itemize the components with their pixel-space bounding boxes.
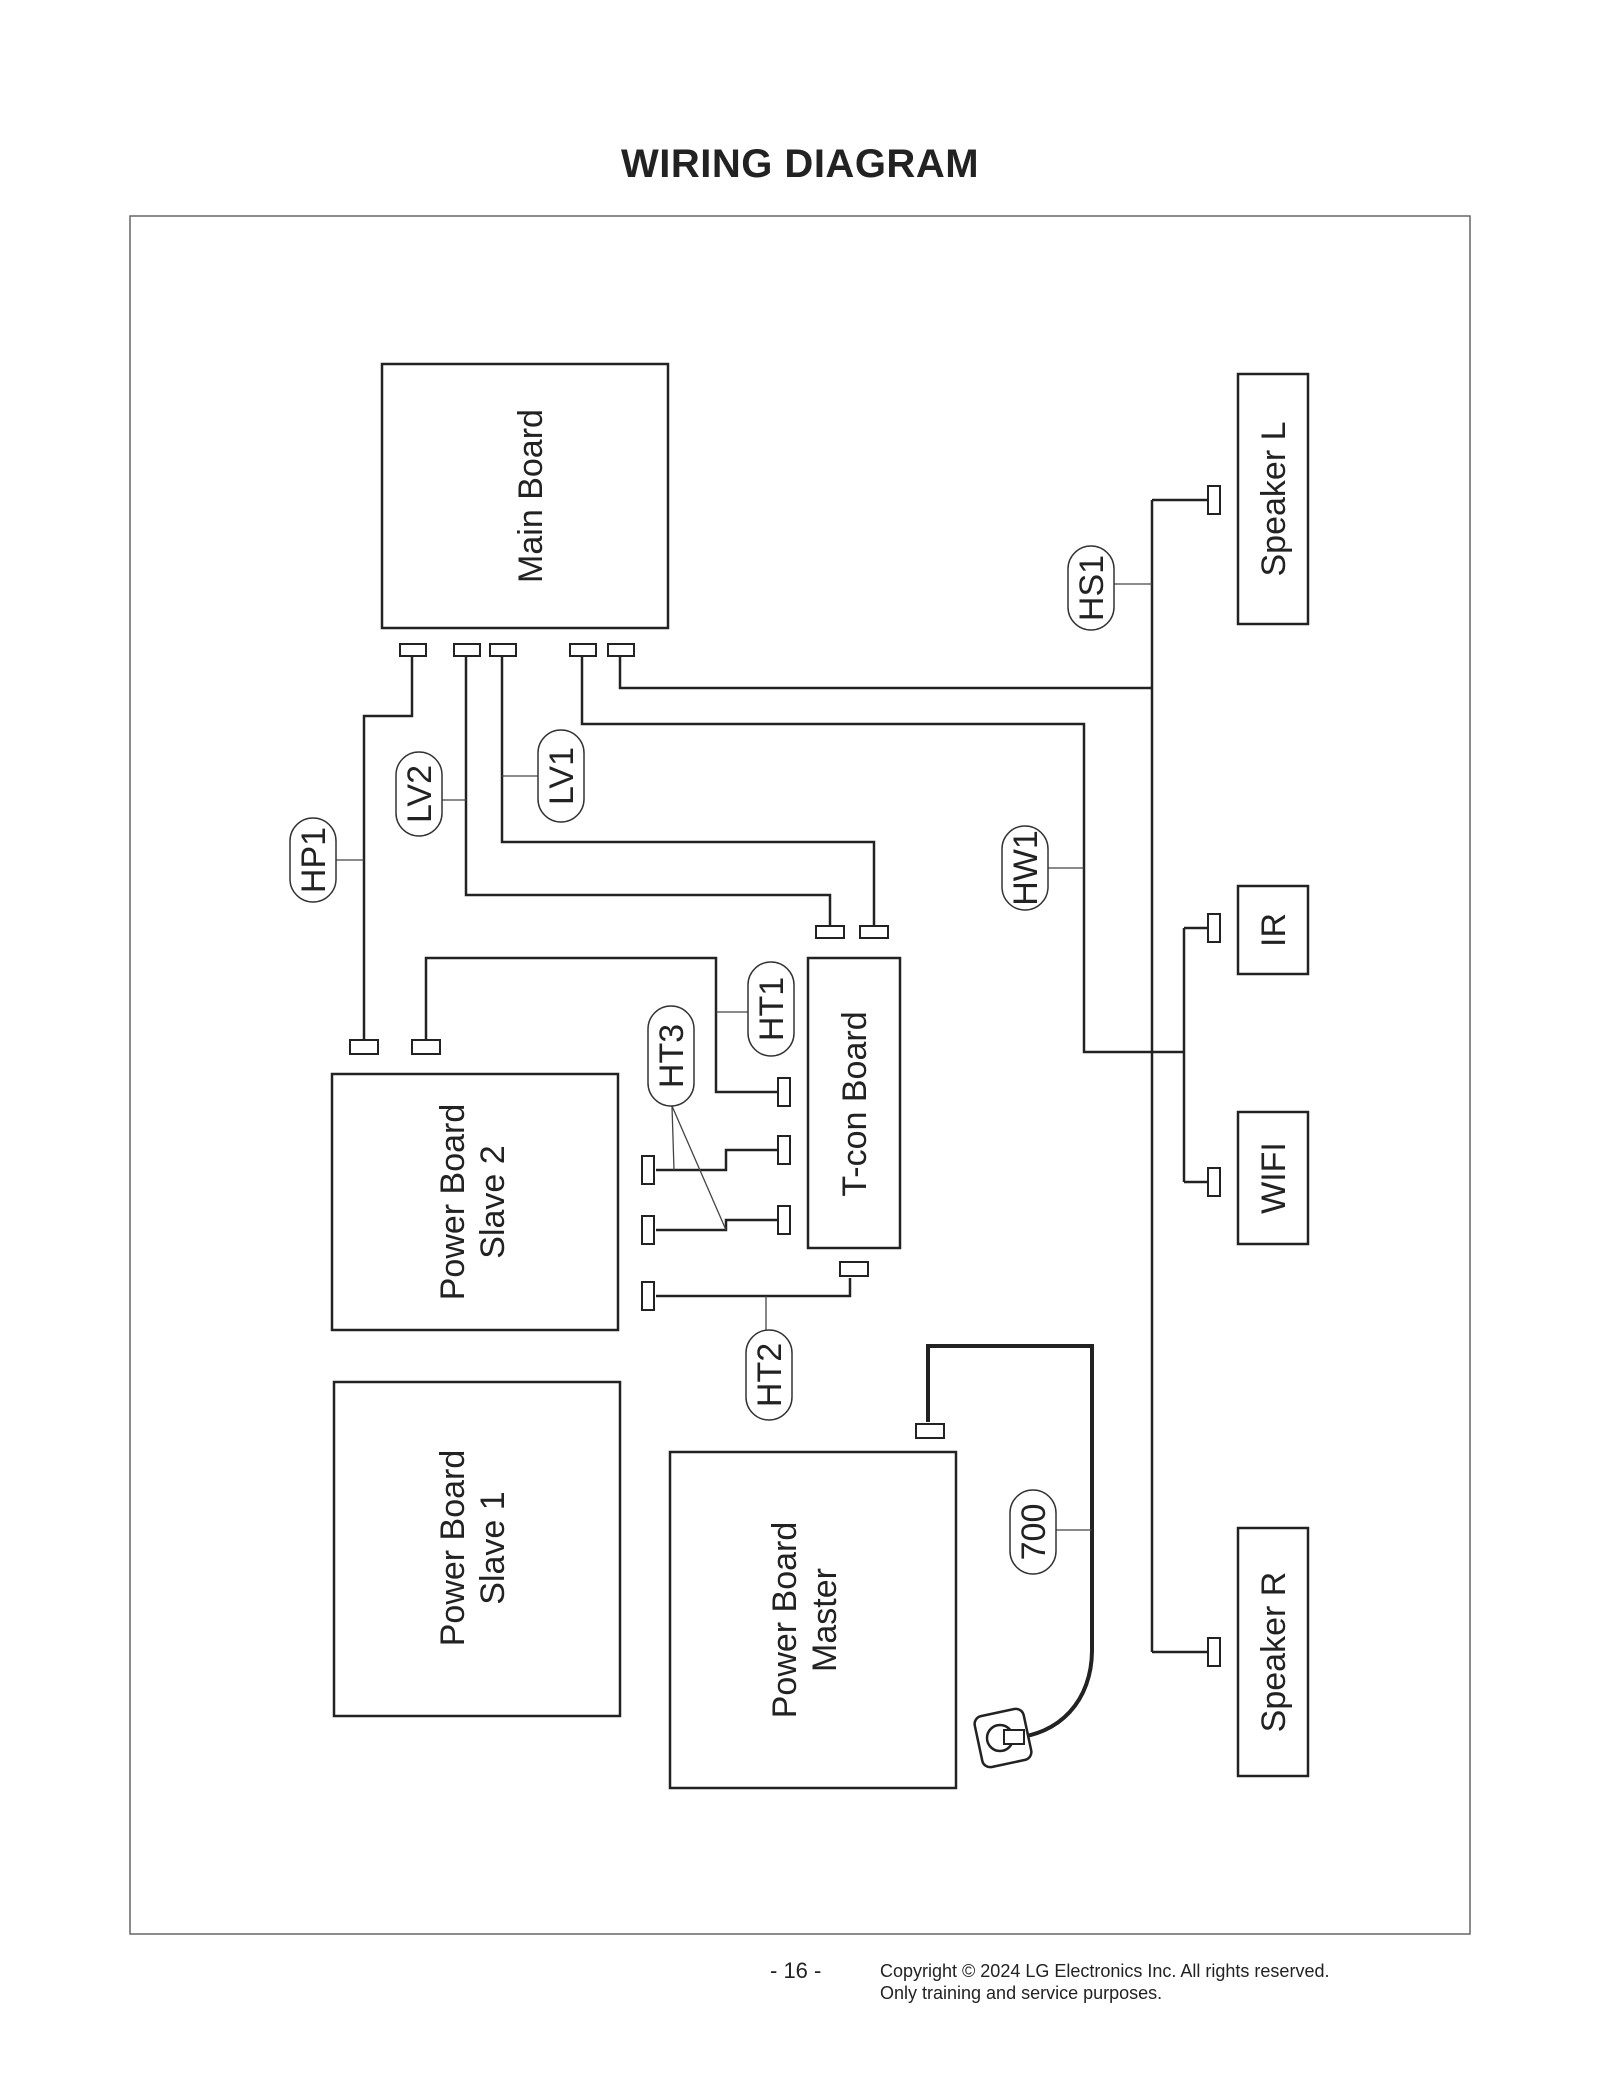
power-board-slave-2 — [330, 1072, 620, 1332]
power-slave-1-label-1: Power Board — [434, 1450, 472, 1647]
copyright-line-1: Copyright © 2024 LG Electronics Inc. All… — [880, 1961, 1330, 1981]
tcon-board — [806, 956, 902, 1250]
copyright-notice: Copyright © 2024 LG Electronics Inc. All… — [880, 1960, 1329, 2004]
main-board — [380, 362, 670, 630]
connector — [349, 1039, 379, 1055]
copyright-line-2: Only training and service purposes. — [880, 1983, 1163, 2003]
connector — [777, 1135, 791, 1165]
connector — [411, 1039, 441, 1055]
wire-700 — [926, 1344, 1094, 1740]
wire-label-ht1: HT1 — [753, 977, 791, 1041]
power-slave-2-label-2: Slave 2 — [474, 1145, 512, 1258]
power-slave-1-label-2: Slave 1 — [474, 1491, 512, 1604]
wire-label-hs1: HS1 — [1073, 555, 1111, 621]
connector — [489, 643, 517, 657]
wire-lv2 — [464, 656, 832, 926]
connector — [777, 1205, 791, 1235]
tcon-board-label: T-con Board — [836, 1011, 874, 1196]
connector — [453, 643, 481, 657]
connector — [777, 1077, 791, 1107]
page-number: - 16 - — [770, 1958, 822, 1983]
connector — [1207, 1637, 1221, 1667]
wire-hp1 — [362, 656, 414, 1040]
connector — [815, 925, 845, 939]
page-title: WIRING DIAGRAM — [620, 142, 980, 186]
connector — [607, 643, 635, 657]
diagram-frame — [129, 215, 1471, 1935]
power-master-label-1: Power Board — [766, 1522, 804, 1719]
wifi-label: WIFI — [1255, 1142, 1293, 1214]
power-board-master — [668, 1450, 958, 1790]
main-board-label: Main Board — [512, 409, 550, 583]
connector — [859, 925, 889, 939]
connector — [1207, 485, 1221, 515]
wire-ht2 — [656, 1278, 852, 1298]
connector — [1207, 1167, 1221, 1197]
wire-hs1 — [618, 498, 1208, 1654]
wifi-module — [1236, 1110, 1310, 1246]
wire-label-ht2: HT2 — [751, 1343, 789, 1407]
connector — [915, 1423, 945, 1439]
wire-label-ht3: HT3 — [653, 1024, 691, 1088]
wire-ht3-a — [656, 1148, 778, 1172]
connector — [839, 1261, 869, 1277]
speaker-r — [1236, 1526, 1310, 1778]
power-board-slave-1 — [332, 1380, 622, 1718]
power-slave-2-label-1: Power Board — [434, 1104, 472, 1301]
wire-lv1 — [500, 656, 876, 926]
connector — [641, 1215, 655, 1245]
power-master-label-2: Master — [806, 1568, 844, 1672]
wire-ht1 — [424, 956, 778, 1094]
connector — [569, 643, 597, 657]
power-plug-icon — [973, 1707, 1033, 1769]
wire-hw1 — [580, 656, 1208, 1184]
ir-module — [1236, 884, 1310, 976]
wire-label-hp1: HP1 — [295, 827, 333, 893]
speaker-l-label: Speaker L — [1255, 422, 1293, 577]
speaker-r-label: Speaker R — [1255, 1572, 1293, 1733]
connector — [399, 643, 427, 657]
wire-label-hw1: HW1 — [1007, 830, 1045, 906]
wire-label-lv2: LV2 — [401, 765, 439, 823]
wire-label-lv1: LV1 — [543, 747, 581, 805]
connector — [1207, 913, 1221, 943]
wire-ht3-b — [656, 1218, 778, 1232]
connector — [641, 1281, 655, 1311]
wire-label-700: 700 — [1015, 1504, 1053, 1561]
speaker-l — [1236, 372, 1310, 626]
connector — [641, 1155, 655, 1185]
ir-label: IR — [1255, 913, 1293, 947]
